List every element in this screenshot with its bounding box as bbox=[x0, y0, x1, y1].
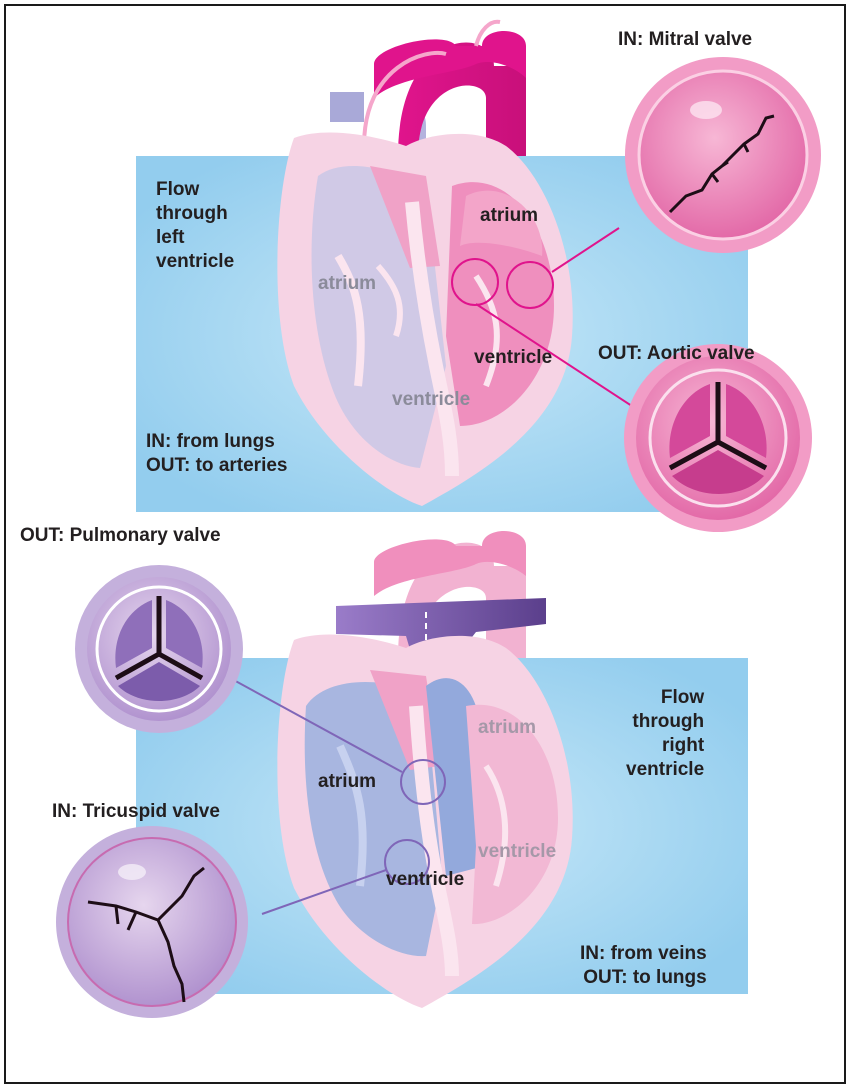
top-right-atrium-label: atrium bbox=[318, 272, 376, 296]
top-flow-line-4: ventricle bbox=[156, 250, 234, 274]
top-out-label: OUT: to arteries bbox=[146, 454, 287, 478]
top-right-ventricle-label: ventricle bbox=[392, 388, 470, 412]
pulmonary-valve-illustration bbox=[75, 565, 243, 733]
tricuspid-valve-label: IN: Tricuspid valve bbox=[52, 800, 220, 824]
bottom-flow-line-1: Flow bbox=[626, 686, 704, 710]
top-flow-line-1: Flow bbox=[156, 178, 234, 202]
aortic-valve-illustration bbox=[624, 344, 812, 532]
pulmonary-valve-label: OUT: Pulmonary valve bbox=[20, 524, 221, 548]
top-left-atrium-label: atrium bbox=[480, 204, 538, 228]
bottom-right-atrium-label: atrium bbox=[318, 770, 376, 794]
top-flow-line-3: left bbox=[156, 226, 234, 250]
bottom-flow-line-2: through bbox=[626, 710, 704, 734]
diagram-frame: Flow through left ventricle IN: from lun… bbox=[4, 4, 846, 1084]
bottom-flow-line-4: ventricle bbox=[626, 758, 704, 782]
tricuspid-valve-illustration bbox=[56, 826, 248, 1018]
bottom-flow-line-3: right bbox=[626, 734, 704, 758]
top-flow-line-2: through bbox=[156, 202, 234, 226]
bottom-in-out: IN: from veins OUT: to lungs bbox=[580, 942, 707, 990]
bottom-out-label: OUT: to lungs bbox=[580, 966, 707, 990]
top-flow-label: Flow through left ventricle bbox=[156, 178, 234, 274]
aortic-valve-label: OUT: Aortic valve bbox=[598, 342, 755, 366]
mitral-valve-illustration bbox=[625, 57, 821, 253]
top-left-ventricle-label: ventricle bbox=[474, 346, 552, 370]
bottom-flow-label: Flow through right ventricle bbox=[626, 686, 704, 782]
bottom-in-label: IN: from veins bbox=[580, 942, 707, 966]
top-in-out: IN: from lungs OUT: to arteries bbox=[146, 430, 287, 478]
top-in-label: IN: from lungs bbox=[146, 430, 287, 454]
mitral-valve-label: IN: Mitral valve bbox=[618, 28, 752, 52]
bottom-right-ventricle-label: ventricle bbox=[386, 868, 464, 892]
bottom-left-ventricle-label: ventricle bbox=[478, 840, 556, 864]
bottom-left-atrium-label: atrium bbox=[478, 716, 536, 740]
